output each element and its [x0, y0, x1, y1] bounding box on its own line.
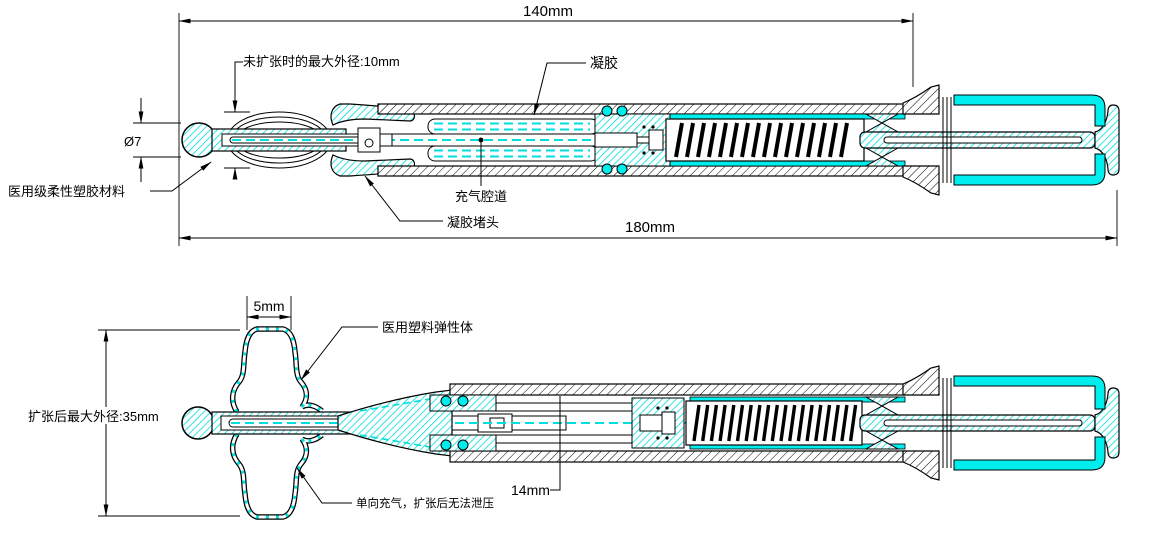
piston-seals: [864, 113, 900, 167]
dim-35mm-text: 扩张后最大外径:35mm: [28, 409, 159, 424]
outer-tube: [953, 94, 1106, 186]
thumb-pad: [1094, 387, 1120, 459]
barrel-wall-top: [377, 103, 906, 115]
dim-ball-diameter: Ø7: [124, 98, 181, 182]
label-max-od-text: 未扩张时的最大外径:10mm: [243, 54, 400, 69]
plunger-slot: [883, 136, 1083, 144]
dim-5mm-text: 5mm: [253, 298, 284, 314]
valve-assembly: [594, 105, 671, 175]
label-gel-plug: 凝胶堵头: [364, 175, 499, 230]
outer-tube: [953, 375, 1106, 471]
dim-5mm: 5mm: [246, 296, 292, 330]
dim-140mm-text: 140mm: [523, 3, 573, 20]
label-material: 医用级柔性塑胶材料: [8, 161, 212, 199]
label-material-text: 医用级柔性塑胶材料: [8, 184, 125, 199]
label-one-way-text: 单向充气，扩张后无法泄压: [356, 496, 494, 510]
finger-flange: [902, 365, 952, 481]
dim-14mm: 14mm: [511, 396, 561, 498]
gel-reservoir: [427, 118, 599, 162]
dim-ball-text: Ø7: [124, 134, 141, 149]
collar-blocks: [429, 394, 497, 452]
dim-180mm-text: 180mm: [625, 219, 675, 236]
label-channel: 充气腔道: [455, 137, 507, 204]
barrel-wall-top: [449, 383, 906, 396]
dim-180mm: 180mm: [178, 190, 1118, 246]
thumb-pad: [1094, 104, 1120, 176]
expanded-balloon: [229, 326, 324, 520]
bottom-view-drawing: 5mm 医用塑料弹性体 扩张后最大外径:35mm 单向充气，扩张后无法泄压 14…: [24, 296, 1120, 520]
label-elastomer-text: 医用塑料弹性体: [382, 320, 473, 335]
label-gel: 凝胶: [533, 55, 618, 116]
barrel-wall-bottom: [377, 165, 906, 177]
spring: [685, 400, 863, 446]
label-max-od: 未扩张时的最大外径:10mm: [224, 54, 400, 180]
spring: [665, 118, 865, 162]
dim-14mm-text: 14mm: [511, 482, 550, 498]
label-channel-text: 充气腔道: [455, 189, 507, 204]
ball-tip: [181, 406, 215, 440]
label-gel-text: 凝胶: [590, 55, 618, 71]
top-view-drawing: 140mm 180mm Ø7 未扩张时的最大外径:10mm 凝胶 医用级: [8, 3, 1120, 246]
dim-140mm: 140mm: [178, 3, 914, 246]
label-one-way: 单向充气，扩张后无法泄压: [296, 467, 494, 510]
plunger-slot: [883, 419, 1083, 427]
valve-assembly: [631, 397, 685, 449]
barrel-wall-bottom: [449, 450, 906, 463]
label-gel-plug-text: 凝胶堵头: [447, 215, 499, 230]
finger-flange: [902, 84, 952, 196]
label-elastomer: 医用塑料弹性体: [300, 320, 473, 381]
dim-35mm: 扩张后最大外径:35mm: [24, 329, 240, 517]
ball-tip: [181, 122, 217, 158]
